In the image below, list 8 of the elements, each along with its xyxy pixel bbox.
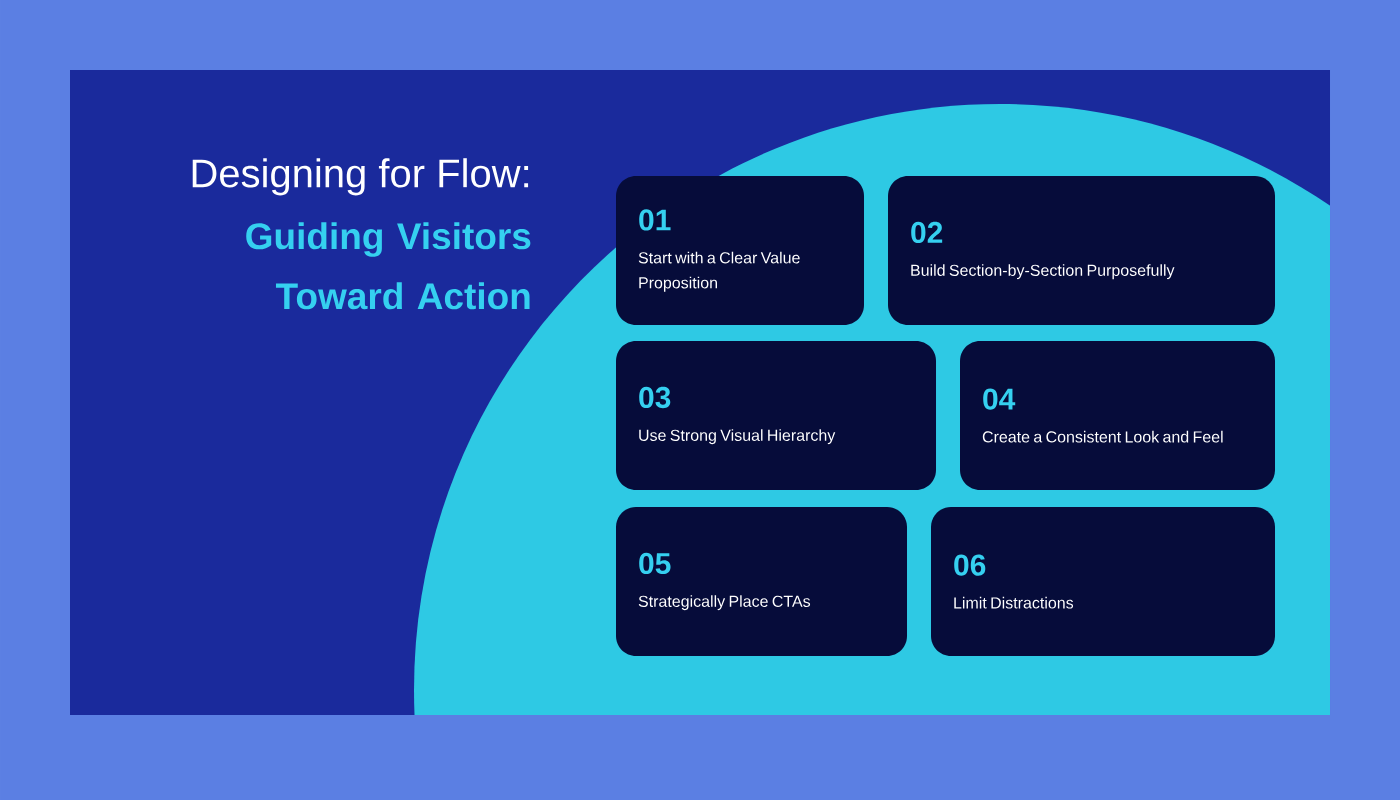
step-card: 02 Build Section-by-Section Purposefully [888, 176, 1275, 325]
step-card: 04 Create a Consistent Look and Feel [960, 341, 1275, 490]
step-card: 05 Strategically Place CTAs [616, 507, 907, 656]
subheading: Guiding Visitors Toward Action [246, 222, 531, 310]
heading: Designing for Flow: [192, 158, 529, 196]
step-card: 03 Use Strong Visual Hierarchy [616, 341, 936, 490]
step-card: 01 Start with a Clear Value Proposition [616, 176, 864, 325]
step-card: 06 Limit Distractions [931, 507, 1275, 656]
